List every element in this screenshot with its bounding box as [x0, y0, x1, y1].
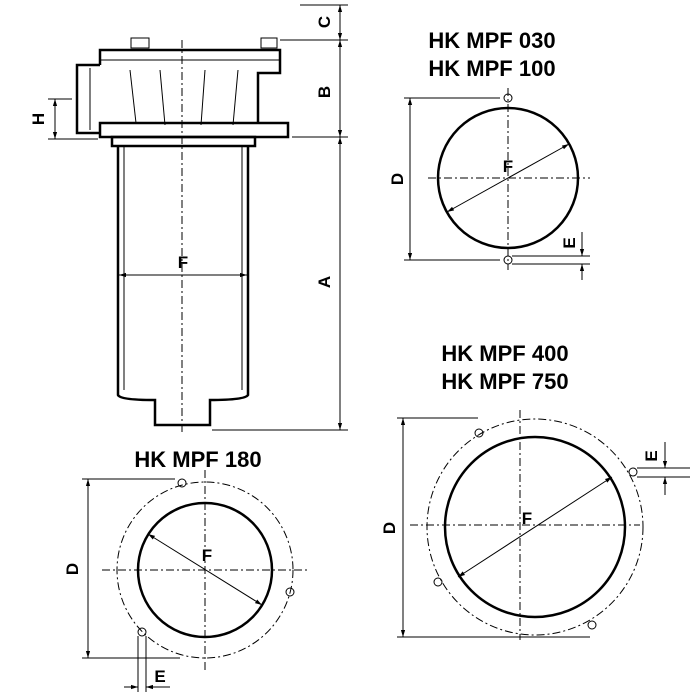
flange-view-400-750: HK MPF 400 HK MPF 750 F D E — [380, 341, 690, 640]
title-hk-mpf-100: HK MPF 100 — [428, 56, 555, 81]
title-hk-mpf-400: HK MPF 400 — [441, 341, 568, 366]
label-d: D — [63, 563, 82, 575]
title-hk-mpf-030: HK MPF 030 — [428, 28, 555, 53]
label-e: E — [560, 237, 579, 248]
title-hk-mpf-180: HK MPF 180 — [134, 447, 261, 472]
label-d: D — [380, 522, 399, 534]
label-f: F — [178, 253, 188, 272]
label-f: F — [202, 546, 212, 565]
label-f: F — [522, 509, 532, 528]
label-e: E — [154, 667, 165, 686]
filter-side-view: F C B A H — [29, 4, 348, 435]
label-e: E — [642, 450, 661, 461]
flange-view-180: HK MPF 180 F D E — [63, 447, 308, 692]
bolt-left — [130, 37, 150, 49]
label-a: A — [315, 276, 334, 288]
flange-view-030-100: HK MPF 030 HK MPF 100 F D E — [388, 28, 590, 280]
label-f: F — [503, 157, 513, 176]
bolt-right — [260, 37, 278, 49]
label-c: C — [315, 16, 334, 28]
label-h: H — [29, 113, 48, 125]
label-d: D — [388, 173, 407, 185]
title-hk-mpf-750: HK MPF 750 — [441, 369, 568, 394]
label-b: B — [315, 86, 334, 98]
